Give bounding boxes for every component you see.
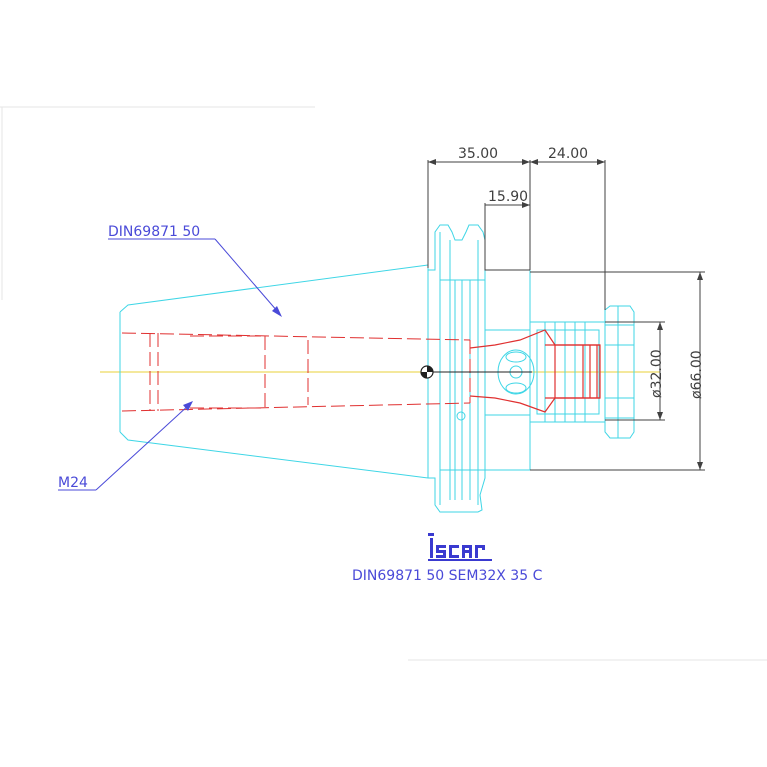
dimension-arrows — [428, 159, 703, 470]
thread-label: M24 — [58, 475, 88, 491]
collet-hidden-lines — [469, 329, 601, 413]
taper-standard-label: DIN69871 50 — [108, 224, 200, 240]
part-number: DIN69871 50 SEM32X 35 C — [352, 568, 543, 584]
dim-dia-66: ø66.00 — [689, 350, 705, 399]
dim-35: 35.00 — [458, 146, 498, 162]
iscar-logo — [428, 533, 492, 561]
holder-outline — [119, 224, 635, 513]
dim-dia-32: ø32.00 — [649, 349, 665, 398]
leader-arrows — [183, 306, 282, 411]
sheet-border — [0, 106, 767, 661]
dim-15-90: 15.90 — [488, 189, 528, 205]
dim-24: 24.00 — [548, 146, 588, 162]
dimension-lines — [427, 160, 705, 471]
reference-marker — [420, 365, 532, 379]
leader-lines — [58, 238, 279, 491]
